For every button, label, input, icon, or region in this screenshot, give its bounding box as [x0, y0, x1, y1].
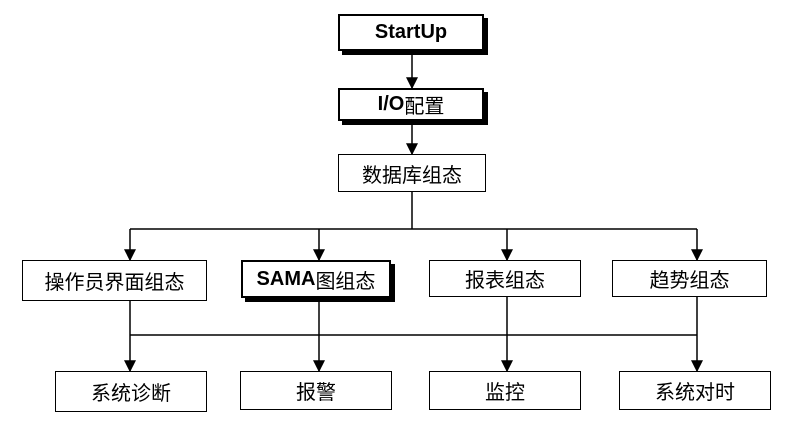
node-monitor: 监控 [429, 371, 581, 410]
node-trend-config-label: 趋势组态 [649, 268, 730, 292]
node-io-config-suffix: 配置 [404, 94, 445, 118]
node-system-time-sync-label: 系统对时 [655, 380, 735, 404]
node-monitor-label: 监控 [485, 380, 525, 404]
node-startup-label: StartUp [374, 21, 448, 43]
node-report-config: 报表组态 [429, 260, 581, 297]
node-alarm: 报警 [240, 371, 392, 410]
node-sama-config-prefix: SAMA [256, 267, 316, 290]
node-system-diagnosis-label: 系统诊断 [91, 381, 171, 405]
node-database-config-label: 数据库组态 [362, 162, 462, 187]
node-operator-ui-config-label: 操作员界面组态 [44, 270, 185, 294]
node-report-config-label: 报表组态 [465, 268, 545, 292]
node-system-time-sync: 系统对时 [619, 371, 771, 410]
node-system-diagnosis: 系统诊断 [55, 371, 207, 412]
node-alarm-label: 报警 [296, 380, 336, 404]
node-database-config: 数据库组态 [338, 154, 486, 192]
node-sama-config-suffix: 图组态 [315, 268, 376, 293]
node-io-config-prefix: I/O [377, 93, 405, 115]
node-startup: StartUp [338, 14, 484, 51]
node-operator-ui-config: 操作员界面组态 [22, 260, 207, 301]
node-trend-config: 趋势组态 [612, 260, 767, 297]
